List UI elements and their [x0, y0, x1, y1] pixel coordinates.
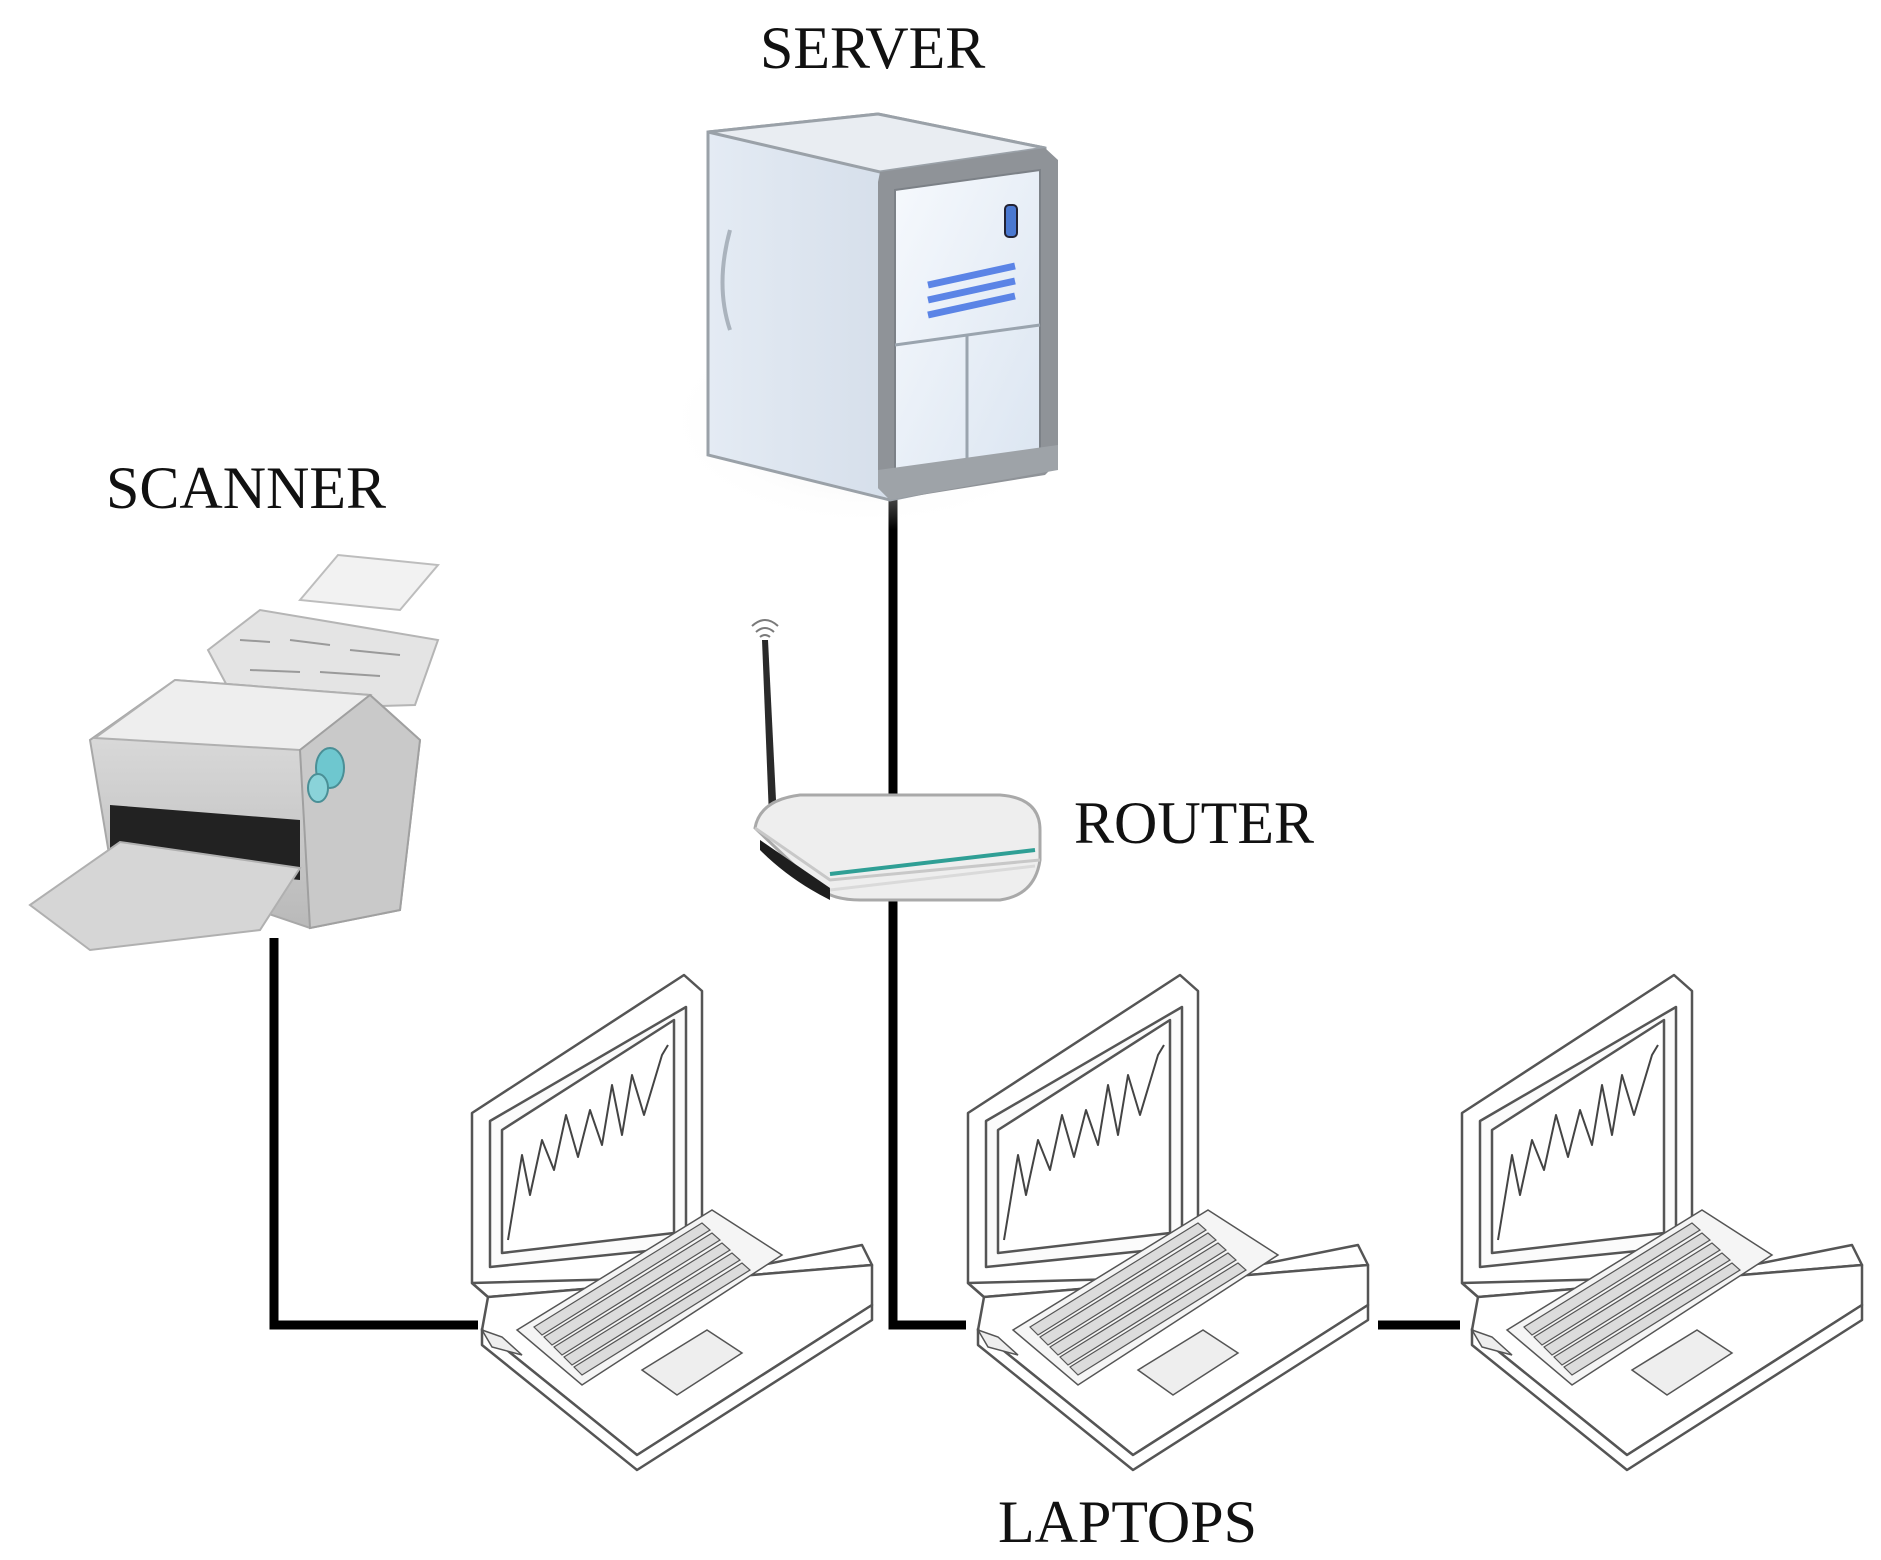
scanner-label: SCANNER	[106, 455, 387, 521]
router-label: ROUTER	[1074, 790, 1314, 856]
laptop-icon	[1460, 973, 1864, 1472]
wireless-router-icon	[751, 619, 1042, 902]
server-label: SERVER	[760, 15, 986, 81]
server-tower-icon	[660, 112, 1080, 530]
laptop-icon	[966, 973, 1370, 1472]
cables	[269, 495, 1460, 1330]
laptop-icon	[470, 973, 874, 1472]
cable-router-laptop	[888, 900, 966, 1330]
cable-scanner-laptop	[269, 938, 478, 1330]
laptops-label: LAPTOPS	[998, 1489, 1257, 1555]
wifi-signal-icon	[751, 619, 779, 638]
document-scanner-icon	[28, 553, 440, 952]
